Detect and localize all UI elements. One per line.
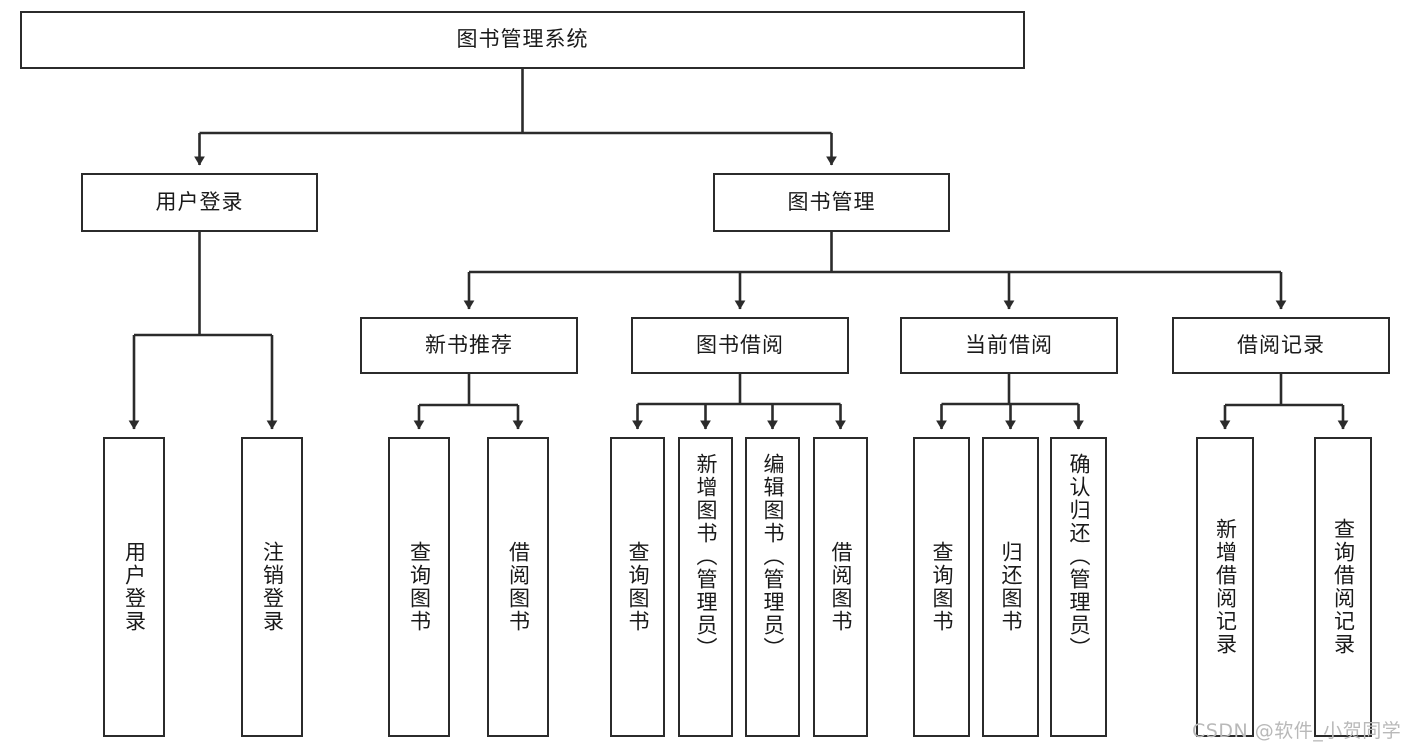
- node-book-borrow[interactable]: 图书借阅: [631, 317, 849, 374]
- node-book-manage-label: 图书管理: [787, 189, 876, 214]
- node-leaf-logout-label: 注销登录: [260, 541, 285, 633]
- node-leaf-borrow-book-2-label: 借阅图书: [828, 541, 853, 633]
- node-book-manage[interactable]: 图书管理: [713, 173, 950, 232]
- node-book-borrow-label: 图书借阅: [696, 332, 784, 357]
- node-leaf-user-login[interactable]: 用户登录: [103, 437, 165, 737]
- node-current-borrow[interactable]: 当前借阅: [900, 317, 1118, 374]
- node-leaf-edit-book-label: 编辑图书（管理员）: [760, 453, 785, 660]
- node-leaf-query-book-3[interactable]: 查询图书: [913, 437, 970, 737]
- node-leaf-confirm-return[interactable]: 确认归还（管理员）: [1050, 437, 1107, 737]
- node-leaf-logout[interactable]: 注销登录: [241, 437, 303, 737]
- node-new-book-rec-label: 新书推荐: [425, 332, 513, 357]
- node-leaf-user-login-label: 用户登录: [122, 541, 147, 633]
- node-leaf-query-record[interactable]: 查询借阅记录: [1314, 437, 1372, 737]
- node-leaf-return-book[interactable]: 归还图书: [982, 437, 1039, 737]
- node-leaf-add-book[interactable]: 新增图书（管理员）: [678, 437, 733, 737]
- node-borrow-record[interactable]: 借阅记录: [1172, 317, 1390, 374]
- node-leaf-add-book-label: 新增图书（管理员）: [693, 453, 718, 660]
- node-user-login-label: 用户登录: [155, 189, 244, 214]
- node-current-borrow-label: 当前借阅: [965, 332, 1053, 357]
- node-leaf-query-book-1-label: 查询图书: [407, 541, 432, 633]
- node-leaf-return-book-label: 归还图书: [998, 541, 1023, 633]
- node-leaf-add-record[interactable]: 新增借阅记录: [1196, 437, 1254, 737]
- node-leaf-borrow-book-1[interactable]: 借阅图书: [487, 437, 549, 737]
- node-user-login[interactable]: 用户登录: [81, 173, 318, 232]
- node-leaf-query-book-3-label: 查询图书: [929, 541, 954, 633]
- node-root-label: 图书管理系统: [456, 27, 589, 52]
- node-leaf-query-book-1[interactable]: 查询图书: [388, 437, 450, 737]
- node-leaf-add-record-label: 新增借阅记录: [1213, 518, 1238, 656]
- csdn-watermark: CSDN @软件_小贺同学: [1192, 720, 1402, 742]
- node-root[interactable]: 图书管理系统: [20, 11, 1025, 69]
- node-leaf-edit-book[interactable]: 编辑图书（管理员）: [745, 437, 800, 737]
- node-leaf-borrow-book-1-label: 借阅图书: [506, 541, 531, 633]
- node-leaf-confirm-return-label: 确认归还（管理员）: [1066, 453, 1091, 660]
- node-leaf-query-record-label: 查询借阅记录: [1331, 518, 1356, 656]
- node-leaf-query-book-2-label: 查询图书: [625, 541, 650, 633]
- node-leaf-query-book-2[interactable]: 查询图书: [610, 437, 665, 737]
- node-new-book-rec[interactable]: 新书推荐: [360, 317, 578, 374]
- node-borrow-record-label: 借阅记录: [1237, 332, 1325, 357]
- node-leaf-borrow-book-2[interactable]: 借阅图书: [813, 437, 868, 737]
